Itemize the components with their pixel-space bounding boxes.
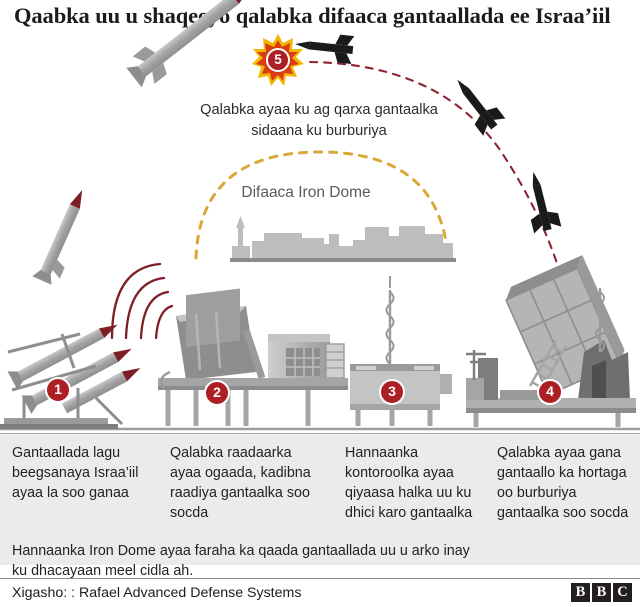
control-center-illustration bbox=[350, 276, 452, 426]
incoming-rocket-icon bbox=[126, 0, 253, 88]
city-skyline bbox=[230, 216, 456, 262]
radar-waves-icon bbox=[110, 262, 174, 340]
caption-strip: Gantaallada lagu beegsanaya Israa’iil ay… bbox=[0, 433, 640, 565]
caption-1: Gantaallada lagu beegsanaya Israa’iil ay… bbox=[12, 445, 139, 502]
interceptor-trajectory-path bbox=[308, 60, 568, 296]
radar-unit-illustration bbox=[158, 288, 348, 426]
interceptor-missile-icon-1 bbox=[295, 34, 355, 64]
caption-4: Qalabka ayaa gana gantaallo ka hortaga o… bbox=[497, 445, 629, 522]
illustration-stage bbox=[0, 0, 640, 431]
marker-badge-5[interactable]: 5 bbox=[266, 48, 290, 72]
marker-badge-4[interactable]: 4 bbox=[537, 379, 563, 405]
interceptor-launcher-illustration bbox=[466, 255, 636, 427]
marker-badge-1[interactable]: 1 bbox=[45, 377, 71, 403]
interceptor-missile-icon-2 bbox=[457, 79, 506, 136]
explosion-annotation: Qalabka ayaa ku ag qarxa gantaalka sidaa… bbox=[200, 102, 438, 139]
page-title: Qaabka uu u shaqeeyo qalabka difaaca gan… bbox=[14, 3, 611, 28]
interceptor-missile-icon-3 bbox=[530, 171, 562, 234]
dome-annotation: Difaaca Iron Dome bbox=[241, 184, 371, 201]
footer-bar: Xigasho: : Rafael Advanced Defense Syste… bbox=[0, 578, 640, 607]
iron-dome-arc bbox=[194, 150, 450, 260]
rocket-launcher-illustration bbox=[0, 190, 141, 429]
marker-badge-2[interactable]: 2 bbox=[204, 380, 230, 406]
bbc-logo-b1: B bbox=[571, 583, 590, 602]
source-credit: Xigasho: : Rafael Advanced Defense Syste… bbox=[12, 585, 302, 601]
summary-text: Hannaanka Iron Dome ayaa faraha ka qaada… bbox=[12, 543, 470, 580]
caption-2: Qalabka raadaarka ayaa ogaada, kadibna r… bbox=[170, 445, 311, 522]
bbc-logo-b2: B bbox=[592, 583, 611, 602]
marker-badge-3[interactable]: 3 bbox=[379, 379, 405, 405]
bbc-logo-c: C bbox=[613, 583, 632, 602]
caption-3: Hannaanka kontoroolka ayaa qiyaasa halka… bbox=[345, 445, 473, 522]
bbc-logo: B B C bbox=[571, 583, 632, 602]
